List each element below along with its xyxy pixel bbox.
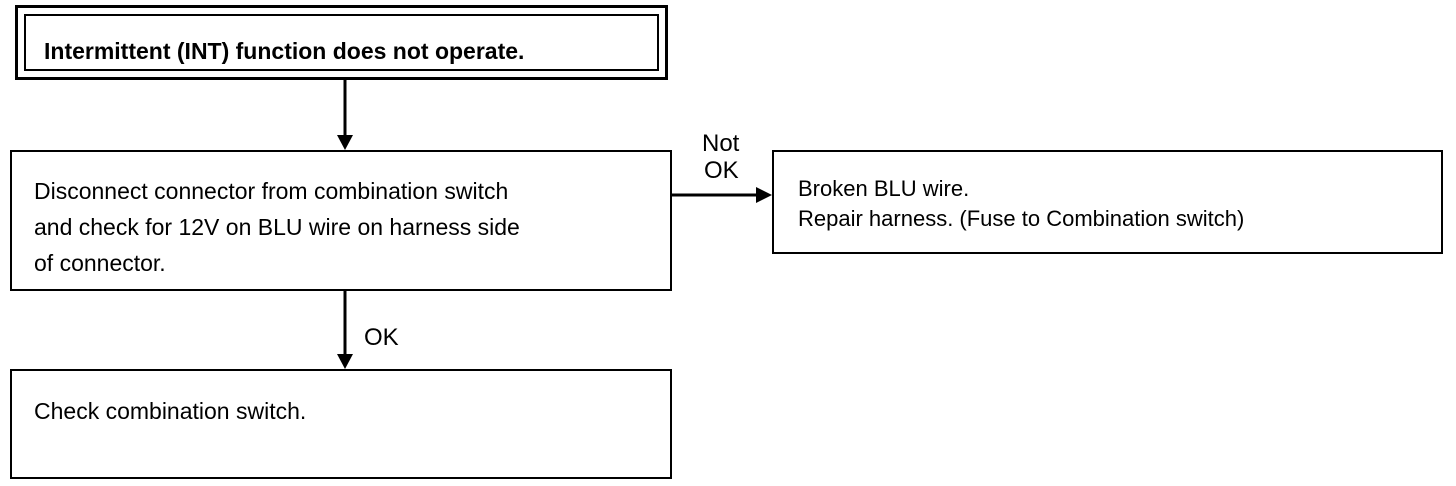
label-ok: OK xyxy=(364,324,399,351)
arrowhead-check-to-switch xyxy=(337,354,353,369)
arrowhead-check-to-broken xyxy=(756,187,772,203)
label-not-ok-line-2: OK xyxy=(704,157,739,184)
check-step-box: Disconnect connector from combination sw… xyxy=(10,150,672,291)
start-box: Intermittent (INT) function does not ope… xyxy=(15,5,668,80)
check-step-text: Disconnect connector from combination sw… xyxy=(34,178,520,276)
arrowhead-start-to-check xyxy=(337,135,353,150)
label-not-ok-line-1: Not xyxy=(702,130,740,157)
start-box-text: Intermittent (INT) function does not ope… xyxy=(44,38,525,64)
ok-result-text: Check combination switch. xyxy=(34,398,307,424)
not-ok-result-line-1: Broken BLU wire. xyxy=(798,176,970,201)
not-ok-result-box: Broken BLU wire. Repair harness. (Fuse t… xyxy=(772,150,1443,254)
start-box-inner-border: Intermittent (INT) function does not ope… xyxy=(24,14,659,71)
not-ok-result-line-2: Repair harness. (Fuse to Combination swi… xyxy=(798,206,1245,231)
ok-result-box: Check combination switch. xyxy=(10,369,672,479)
